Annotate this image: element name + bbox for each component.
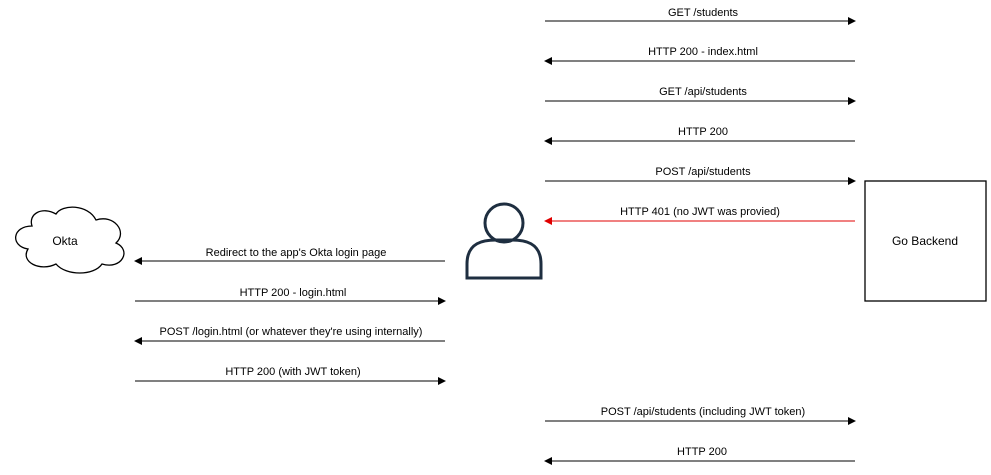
message-label: POST /api/students: [655, 166, 751, 178]
message-http-401-error: HTTP 401 (no JWT was provied): [544, 206, 855, 225]
message-label: POST /login.html (or whatever they're us…: [160, 326, 423, 338]
message-get-api-students: GET /api/students: [545, 86, 856, 105]
backend-node: Go Backend: [864, 180, 987, 302]
message-login-html: HTTP 200 - login.html: [135, 287, 446, 305]
backend-box: [864, 180, 987, 302]
message-label: HTTP 200 (with JWT token): [225, 366, 360, 378]
backend-label: Go Backend: [892, 234, 958, 248]
message-get-students: GET /students: [545, 7, 856, 25]
user-icon: [465, 202, 543, 280]
message-label: HTTP 200 - login.html: [240, 287, 347, 299]
message-jwt-token: HTTP 200 (with JWT token): [135, 366, 446, 385]
message-label: HTTP 200 - index.html: [648, 46, 758, 58]
cloud-icon: [15, 206, 125, 274]
backend-messages: GET /students HTTP 200 - index.html GET …: [544, 7, 856, 225]
final-messages: POST /api/students (including JWT token)…: [544, 406, 856, 465]
okta-label: Okta: [52, 234, 78, 248]
okta-messages: Redirect to the app's Okta login page HT…: [134, 247, 446, 385]
message-label: Redirect to the app's Okta login page: [206, 247, 387, 259]
okta-node: Okta: [15, 206, 125, 274]
message-index-response: HTTP 200 - index.html: [544, 46, 855, 65]
message-post-api-students: POST /api/students: [545, 166, 856, 185]
message-post-with-jwt: POST /api/students (including JWT token): [545, 406, 856, 425]
message-label: POST /api/students (including JWT token): [601, 406, 805, 418]
message-label: HTTP 401 (no JWT was provied): [620, 206, 780, 218]
message-label: HTTP 200: [677, 446, 727, 458]
user-node: [465, 202, 543, 280]
message-final-http-200: HTTP 200: [544, 446, 855, 465]
message-label: GET /api/students: [659, 86, 747, 98]
message-post-login: POST /login.html (or whatever they're us…: [134, 326, 445, 345]
message-http-200: HTTP 200: [544, 126, 855, 145]
message-label: HTTP 200: [678, 126, 728, 138]
message-label: GET /students: [668, 7, 739, 19]
message-redirect-okta: Redirect to the app's Okta login page: [134, 247, 445, 265]
